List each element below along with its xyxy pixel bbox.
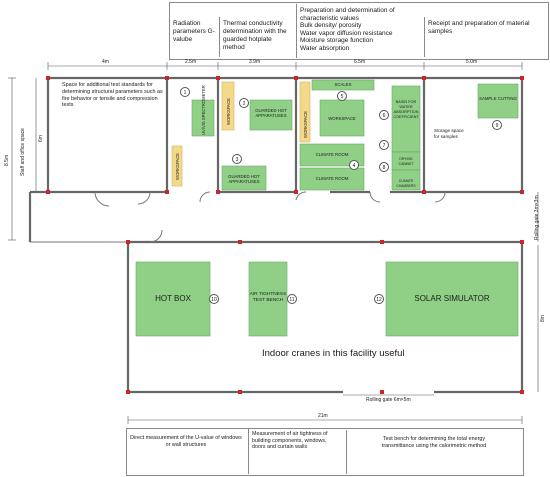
desc-thermal: Thermal conductivity determination with … (219, 17, 296, 57)
marker-7: 7 (379, 140, 389, 150)
marker-12: 12 (374, 294, 384, 304)
air-tightness-label: AIR TIGHTNESS TEST BENCH (249, 292, 287, 303)
desc-solar: Test bench for determining the total ene… (346, 430, 521, 474)
dim-2-5m: 2.5m (185, 59, 197, 65)
climate-room-2-label: CLIMATE ROOM (315, 176, 349, 181)
drying-label: DRYING CABINET (398, 157, 414, 166)
workspace-vertical-1 (171, 145, 183, 187)
guarded-hot-1-label: GUARDED HOT APPARATUSES (255, 108, 287, 118)
solar-simulator-label: SOLAR SIMULATOR (414, 294, 490, 303)
uv-vis-label: UV/VIS SPECTROMETER (201, 85, 206, 135)
dim-5-0m: 5.0m (466, 59, 478, 65)
sample-cutting-label: SAMPLE CUTTING (479, 96, 517, 101)
staff-office-label: Staff and office space (20, 128, 26, 176)
marker-2: 2 (239, 98, 249, 108)
marker-3: 3 (232, 154, 242, 164)
dim-8-5m: 8.5m (4, 154, 10, 166)
crane-note: Indoor cranes in this facility useful (262, 348, 405, 359)
dim-6-5m: 6.5m (354, 59, 366, 65)
marker-8: 8 (379, 162, 389, 172)
bottom-description-table (126, 428, 524, 476)
desc-hot-box: Direct measurement of the U-value of win… (130, 435, 242, 448)
desc-preparation: Preparation and determination of charact… (296, 4, 424, 58)
desc-air-tight: Measurement of air tightness of building… (248, 428, 344, 474)
climate-chambers (391, 169, 421, 191)
climate-room-1-label: CLIMATE ROOM (315, 152, 349, 157)
dimension-lines-top (47, 62, 523, 70)
guarded-hot-apparatus-2 (221, 165, 267, 191)
climate-room-2 (299, 167, 365, 191)
dim-rolling-gate-3m: Rolling gate 3m×3m (534, 195, 540, 240)
hot-box-label: HOT BOX (155, 294, 191, 303)
guarded-hot-2-label: GUARDED HOT APPARATUSES (228, 174, 260, 184)
workspace-vertical-3 (299, 81, 311, 143)
air-tightness-bench (248, 261, 288, 337)
workspace-v1-label: WORKSPACE (175, 153, 180, 180)
workspace-label: WORKSPACE (328, 116, 356, 121)
dim-6m: 6m (38, 135, 44, 142)
marker-4: 4 (349, 160, 359, 170)
desc-radiation: Radiation parameters G-valube (173, 20, 215, 43)
basin-label: BASIN FOR WATER ABSORPTION COEFFICIENT (393, 100, 419, 119)
marker-1: 1 (180, 87, 190, 97)
hot-box (135, 261, 211, 337)
marker-6: 6 (379, 110, 389, 120)
dim-4m: 4m (102, 59, 109, 65)
storage-label: Storage space for samples (434, 128, 464, 139)
climate-chambers-label: CLIMATE CHAMBERS (396, 179, 416, 188)
climate-room-1 (299, 143, 365, 167)
marker-11: 11 (287, 294, 297, 304)
workspace-vertical-2 (221, 81, 235, 131)
workspace-green (319, 99, 365, 137)
top-description-table (169, 2, 549, 60)
solar-simulator (385, 261, 519, 337)
scales-label: SCALES (334, 82, 352, 87)
workspace-v3-label: WORKSPACE (303, 111, 308, 138)
marker-10: 10 (209, 294, 219, 304)
scales (311, 79, 375, 91)
workspace-v2-label: WORKSPACE (226, 98, 231, 125)
additional-space-label: Space for additional test standards for … (62, 82, 163, 109)
dim-21m: 21m (318, 413, 328, 419)
uv-vis-spectrometer (191, 99, 215, 137)
guarded-hot-apparatus-1 (249, 99, 293, 131)
dim-8m: 8m (540, 315, 546, 322)
dim-rolling-gate-6m: Rolling gate 6m×5m (366, 397, 411, 403)
marker-5: 5 (337, 91, 347, 101)
structural-posts (46, 76, 524, 394)
desc-receipt: Receipt and preparation of material samp… (424, 17, 547, 57)
sample-cutting (477, 83, 519, 119)
basin (391, 85, 421, 153)
marker-9: 9 (492, 120, 502, 130)
dim-3-9m: 3.9m (249, 59, 261, 65)
